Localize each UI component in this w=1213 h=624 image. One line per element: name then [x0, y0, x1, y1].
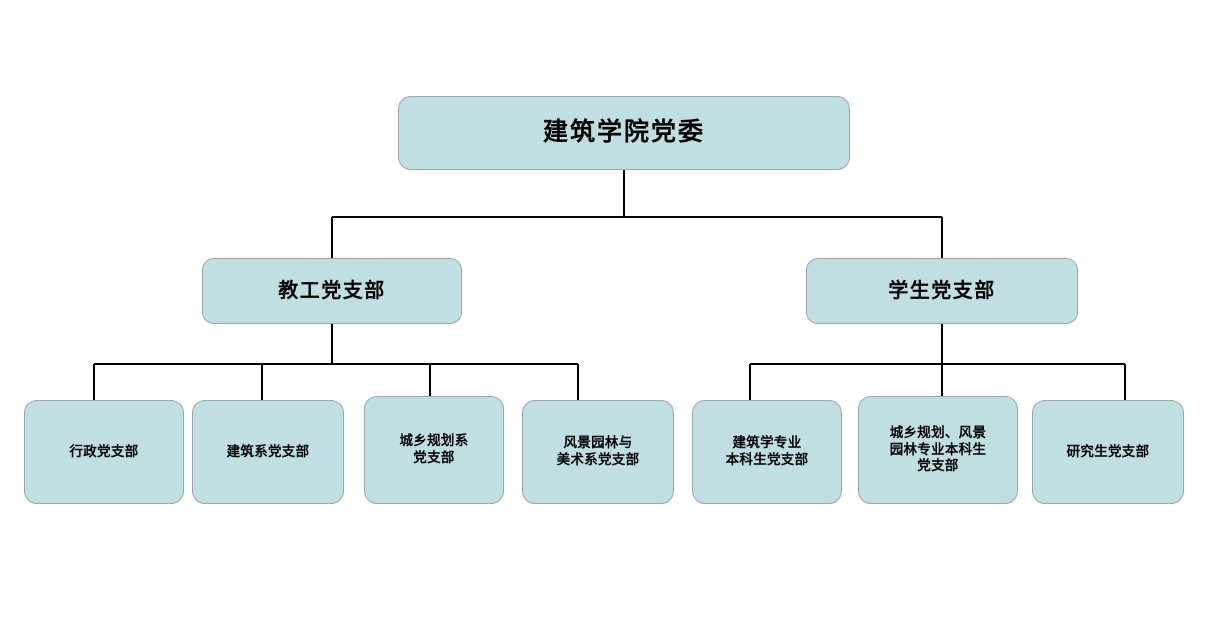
org-node-leaf-2[interactable]: 城乡规划系 党支部	[364, 396, 504, 504]
org-node-branch-0[interactable]: 教工党支部	[202, 258, 462, 324]
org-node-leaf-4[interactable]: 建筑学专业 本科生党支部	[692, 400, 842, 504]
org-node-leaf-0[interactable]: 行政党支部	[24, 400, 184, 504]
org-node-leaf-6[interactable]: 研究生党支部	[1032, 400, 1184, 504]
org-node-leaf-5[interactable]: 城乡规划、风景 园林专业本科生 党支部	[858, 396, 1018, 504]
org-node-branch-1[interactable]: 学生党支部	[806, 258, 1078, 324]
org-node-leaf-3[interactable]: 风景园林与 美术系党支部	[522, 400, 674, 504]
org-node-root[interactable]: 建筑学院党委	[398, 96, 850, 170]
org-node-leaf-1[interactable]: 建筑系党支部	[192, 400, 344, 504]
